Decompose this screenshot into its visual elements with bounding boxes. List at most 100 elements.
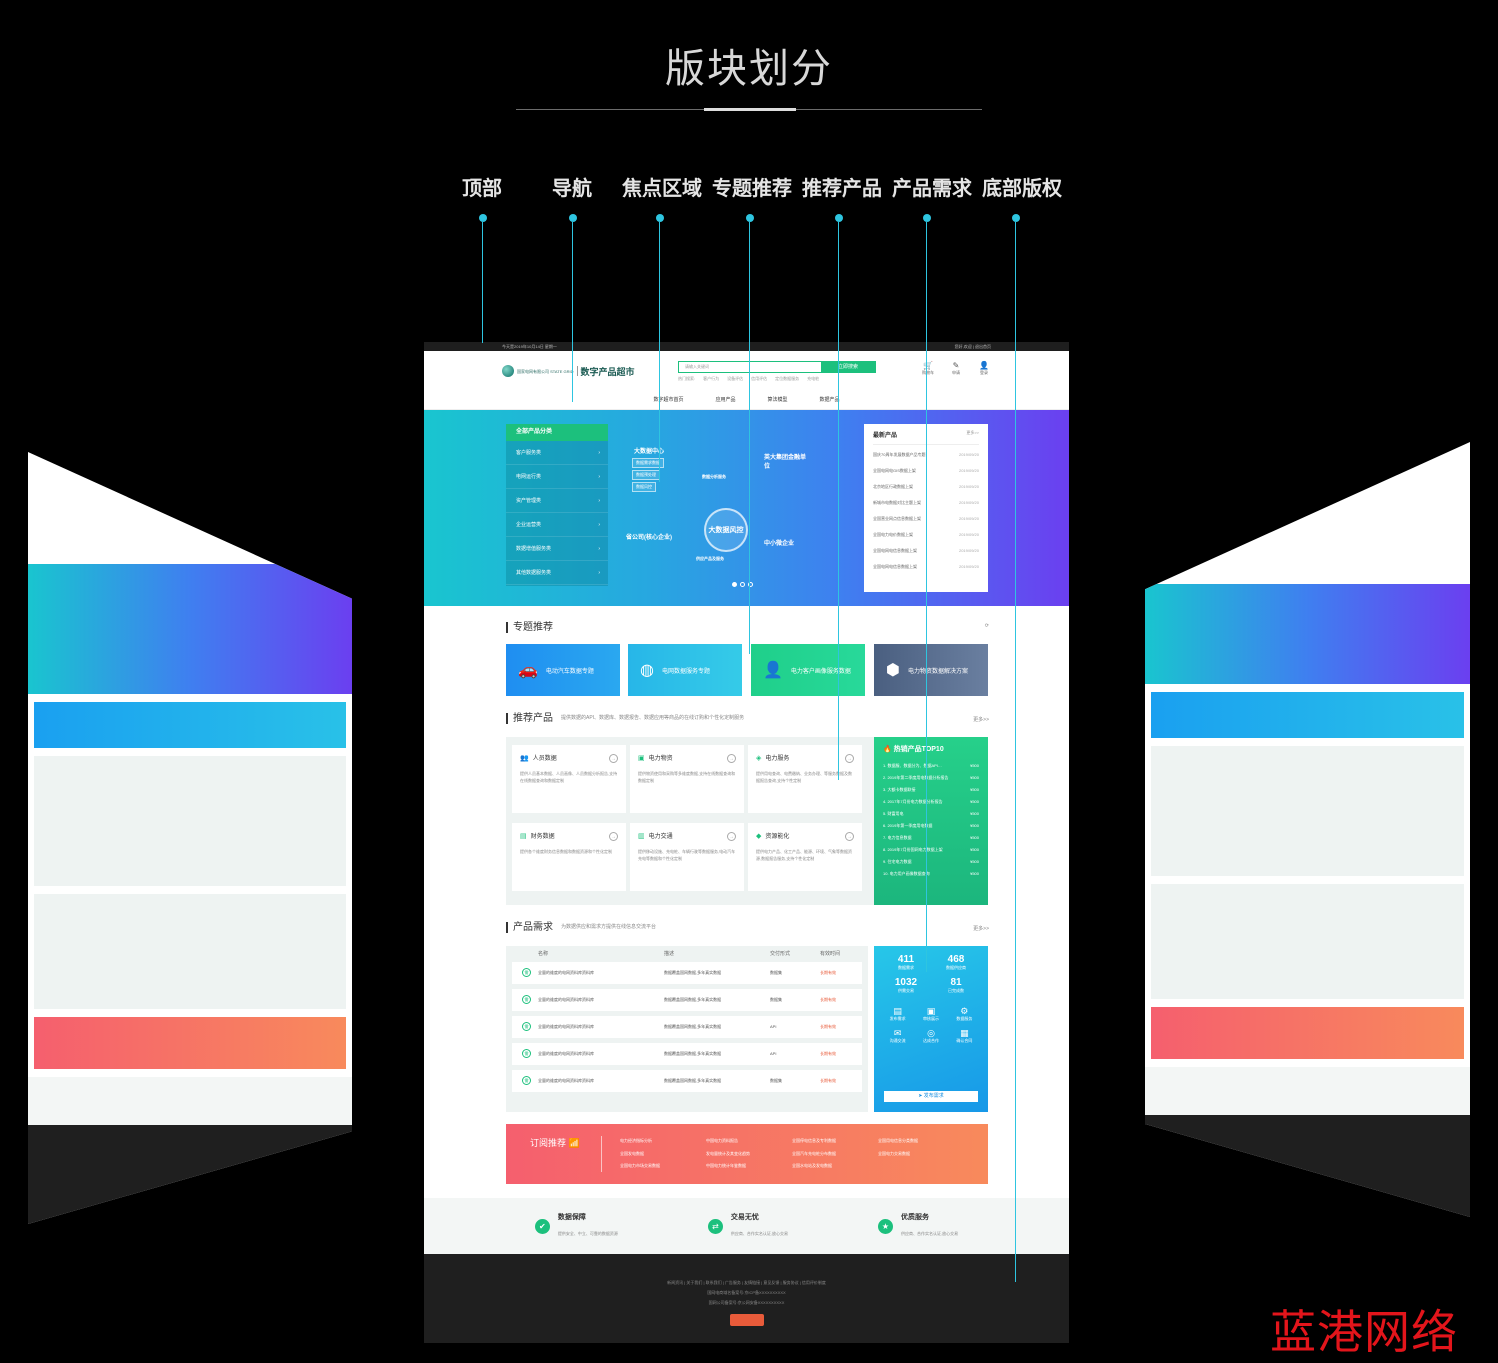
login-links[interactable]: 您好,欢迎 | 退出首页	[954, 344, 991, 349]
topic-card-ev[interactable]: 🚗电动汽车数据专题	[506, 644, 620, 696]
publish-button[interactable]: ➤ 发布需求	[884, 1091, 978, 1102]
subscribe-item[interactable]: 发电量统计及其变化趋势	[706, 1150, 750, 1156]
arrow-right-icon[interactable]: →	[845, 832, 854, 841]
row-desc: 数据覆盖国网数据,多年真实数据	[664, 1078, 722, 1083]
top10-item[interactable]: 7. 电力信息数据¥500	[883, 832, 979, 844]
guarantee-item: ✔数据保障提供安全、中立、可靠的数据资源	[534, 1212, 618, 1240]
guarantee-bar: ✔数据保障提供安全、中立、可靠的数据资源 ⇄交易无忧供应商、合作实名认证,放心交…	[424, 1198, 1069, 1254]
flow-step: ▦确认合同	[949, 1028, 980, 1044]
arrow-right-icon[interactable]: →	[609, 832, 618, 841]
latest-item-date: 2019/09/20	[958, 500, 979, 505]
arrow-right-icon[interactable]: →	[727, 754, 736, 763]
top10-item[interactable]: 9. 住宅电力数据¥500	[883, 856, 979, 868]
product-card[interactable]: ▤财务数据提供各个维度财务信息数据和数据资源和个性化定制→	[512, 823, 626, 891]
requirements-more-link[interactable]: 更多>>	[973, 926, 989, 932]
top10-item[interactable]: 5. 财富用电¥500	[883, 808, 979, 820]
top10-item[interactable]: 3. 大额卡数据联接¥500	[883, 784, 979, 796]
category-item[interactable]: 其他数据服务类›	[506, 561, 608, 585]
process-flow: ▤发布需求 ▣审核展示 ⚙数据服务 ✉沟通交流 ◎达成合作 ▦确认合同	[882, 1006, 980, 1044]
hot-word[interactable]: 充电桩	[807, 376, 820, 381]
category-label: 电网运行类	[516, 474, 542, 480]
nav-apps[interactable]: 应用产品	[715, 397, 736, 403]
category-item[interactable]: 企业运营类›	[506, 513, 608, 537]
search-input[interactable]: 请输入关键词	[685, 364, 709, 369]
flow-label: 审核展示	[922, 1016, 939, 1021]
top10-title: 🔥 热销产品TOP10	[883, 744, 979, 754]
product-card[interactable]: ◈电力服务提供用电查询、电费缴纳、业务办理、等服务数据及数据报告查询,支持个性定…	[748, 745, 862, 813]
subscribe-item[interactable]: 电力经济指标分析	[620, 1138, 652, 1143]
topic-card-customer[interactable]: 👤电力客户画像服务数据	[751, 644, 865, 696]
footer-links[interactable]: 新闻资讯 | 关于我们 | 联系我们 | 广告服务 | 友情链接 | 意见反馈 …	[667, 1280, 826, 1285]
arrow-right-icon[interactable]: →	[727, 832, 736, 841]
search-button[interactable]: 立即搜索	[821, 362, 875, 372]
nav-models[interactable]: 算法模型	[767, 397, 788, 403]
category-item[interactable]: 数据增值服务类›	[506, 537, 608, 561]
top10-name: 10. 电力用户画像数据查询	[883, 871, 930, 876]
subscribe-item[interactable]: 全国电力交易数据	[878, 1150, 910, 1156]
subscribe-item[interactable]: 中国电力统计年鉴数据	[706, 1163, 746, 1169]
product-card[interactable]: ▣电力物资提供物资使用和采购等多维度数据,支持在线数据查询和数据定制→	[630, 745, 744, 813]
hot-word[interactable]: 定位数据服务	[775, 376, 800, 381]
hot-word[interactable]: 信用评估	[751, 376, 768, 381]
product-card[interactable]: ◆资源能化提供电力产品、化工产品、能源、环境、气象等数据资源,数据报告服务,支持…	[748, 823, 862, 891]
hot-word[interactable]: 设备评估	[727, 376, 744, 381]
category-item[interactable]: 客户服务类›	[506, 441, 608, 465]
category-item[interactable]: 电网运行类›	[506, 465, 608, 489]
subscribe-item[interactable]: 中国电力资料报告	[706, 1138, 738, 1143]
table-row[interactable]: 需全量的维度的电网资料库资料库数据覆盖国网数据,多年真实数据数据集长期有效	[512, 989, 862, 1011]
publish-label: 发布需求	[923, 1093, 944, 1099]
nav-home[interactable]: 数字超市首页	[653, 397, 684, 403]
refresh-icon[interactable]: ⟳	[984, 623, 989, 629]
subscribe-item[interactable]: 全国水电站及发电数据	[792, 1163, 832, 1169]
subscribe-item[interactable]: 全国用电信息分类数据	[878, 1138, 918, 1143]
top10-item[interactable]: 2. 2019年第二季度用电数据分析报告¥500	[883, 772, 979, 784]
products-more-link[interactable]: 更多>>	[973, 717, 989, 723]
logo[interactable]: 国家电网有限公司 STATE GRID 数字产品超市	[502, 365, 635, 378]
carousel-dot[interactable]	[748, 582, 753, 587]
topic-card-grid[interactable]: ◍电网数据服务专题	[628, 644, 742, 696]
product-card[interactable]: 👥人员数据提供人员基本数据、人员画像、人员数据分析报告,支持在线数据查询和数据定…	[512, 745, 626, 813]
cart-button[interactable]: 🛒购物车	[921, 361, 935, 376]
hot-word[interactable]: 客户行为	[703, 376, 720, 381]
subscribe-item[interactable]: 全国汽车充电桩分布数据	[792, 1150, 836, 1156]
carousel-dots	[732, 582, 753, 587]
mockup-banner	[28, 564, 352, 694]
top10-item[interactable]: 8. 2019年7月份国网电力数据上架¥500	[883, 844, 979, 856]
subscribe-item[interactable]: 全国发电数据	[620, 1150, 644, 1156]
product-card[interactable]: ▥电力交通提供移动设施、充电桩、车辆行驶等数据服务,电动汽车充电等数据和个性化定…	[630, 823, 744, 891]
top10-item[interactable]: 4. 2017年7月份电力数据分析报告¥500	[883, 796, 979, 808]
latest-more-link[interactable]: 更多>>	[966, 430, 979, 435]
product-title: ▤财务数据	[520, 831, 618, 841]
subscribe-item[interactable]: 全国停电信息及专利数据	[792, 1138, 836, 1143]
subscribe-item[interactable]: 全国电力市场交易数据	[620, 1163, 660, 1169]
login-button[interactable]: 👤登录	[977, 361, 991, 376]
arrow-right-icon[interactable]: →	[609, 754, 618, 763]
top10-item[interactable]: 10. 电力用户画像数据查询¥500	[883, 868, 979, 880]
carousel-dot[interactable]	[740, 582, 745, 587]
risk-diagram: 大数据中心 英大集团金融单位 省公司(核心企业) 中小微企业 数据分析服务 供应…	[614, 430, 854, 590]
carousel-dot[interactable]	[732, 582, 737, 587]
top10-item[interactable]: 1. 数据服、数据分为、数据API…¥500	[883, 760, 979, 772]
product-name: 电力物资	[648, 756, 673, 762]
label-topics: 专题推荐	[712, 178, 792, 200]
person-icon: 👤	[763, 662, 783, 679]
nav-data[interactable]: 数据产品	[819, 397, 840, 403]
table-row[interactable]: 需全量的维度的电网资料库资料库数据覆盖国网数据,多年真实数据数据集长期有效	[512, 962, 862, 984]
topic-card-material[interactable]: ⬢电力物资数据解决方案	[874, 644, 988, 696]
top10-item[interactable]: 6. 2019年第一季度用电数据¥500	[883, 820, 979, 832]
table-row[interactable]: 需全量的维度的电网资料库资料库数据覆盖国网数据,多年真实数据数据集长期有效	[512, 1070, 862, 1092]
arrow-right-icon[interactable]: →	[845, 754, 854, 763]
apply-button[interactable]: ✎申请	[949, 361, 963, 376]
category-item[interactable]: 资产管理类›	[506, 489, 608, 513]
